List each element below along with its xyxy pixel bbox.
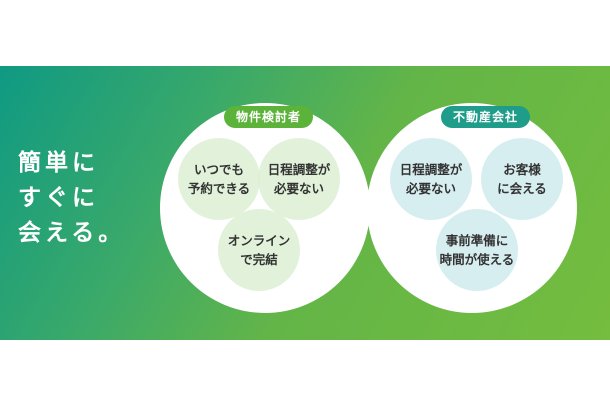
- benefit-bubble: 事前準備に 時間が使える: [436, 209, 518, 291]
- hero-banner: 簡単に すぐに 会える。 物件検討者 いつでも 予約できる 日程調整が 必要ない…: [0, 66, 610, 340]
- benefit-line: 予約できる: [187, 181, 251, 196]
- benefit-bubble: 日程調整が 必要ない: [390, 138, 472, 220]
- benefit-line: いつでも: [193, 162, 244, 177]
- headline: 簡単に すぐに 会える。: [18, 146, 125, 251]
- headline-line-2: すぐに: [18, 185, 99, 211]
- benefit-line: オンライン: [227, 233, 291, 248]
- benefit-bubble: お客様 に会える: [481, 138, 563, 220]
- benefit-bubble: オンライン で完結: [218, 209, 300, 291]
- benefit-line: 必要ない: [405, 181, 456, 196]
- benefit-line: に会える: [497, 181, 547, 196]
- benefit-line: 日程調整が: [399, 162, 463, 177]
- company-label: 不動産会社: [441, 106, 531, 128]
- benefit-bubble: 日程調整が 必要ない: [258, 138, 340, 220]
- benefit-line: お客様: [503, 162, 541, 177]
- benefit-line: 事前準備に: [445, 233, 509, 248]
- benefit-line: 日程調整が: [267, 162, 331, 177]
- benefit-line: で完結: [240, 252, 278, 267]
- headline-line-1: 簡単に: [18, 150, 99, 176]
- benefit-line: 必要ない: [273, 181, 324, 196]
- seeker-label: 物件検討者: [224, 106, 314, 128]
- benefit-line: 時間が使える: [439, 252, 515, 267]
- headline-line-3: 会える。: [18, 220, 126, 246]
- benefit-bubble: いつでも 予約できる: [178, 138, 260, 220]
